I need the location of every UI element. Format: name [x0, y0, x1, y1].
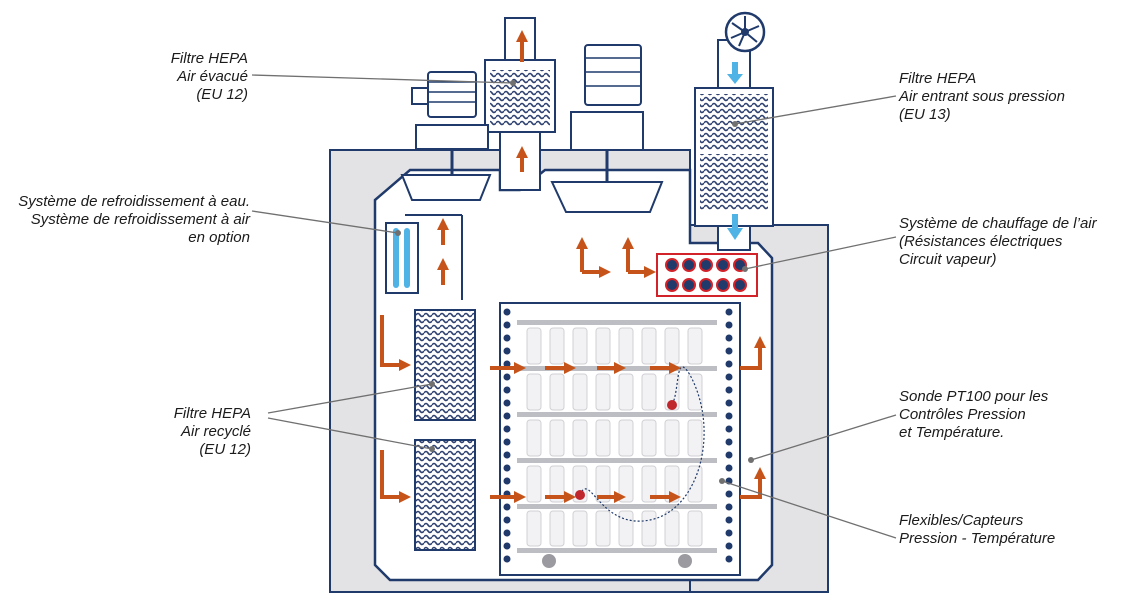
label-line: Air entrant sous pression — [899, 88, 1065, 105]
label-line: Système de refroidissement à air — [30, 211, 250, 228]
airflow-arrows — [380, 30, 766, 503]
hepa-intake-filter-bottom — [700, 154, 768, 210]
label-line: Filtre HEPA — [170, 50, 248, 67]
fan-icon — [724, 11, 766, 53]
label-line: (EU 13) — [899, 106, 951, 123]
label-line: Circuit vapeur) — [899, 251, 997, 268]
label-line: Filtre HEPA — [899, 70, 977, 87]
leader-lines — [251, 74, 897, 539]
label-line: (Résistances électriques — [899, 233, 1063, 250]
hepa-exhaust-filter — [490, 70, 550, 126]
label-line: (EU 12) — [199, 441, 251, 458]
label-hepa-exhaust: Filtre HEPA Air évacué (EU 12) — [171, 50, 248, 104]
label-probe: Sonde PT100 pour les Contrôles Pression … — [899, 388, 1048, 442]
label-line: Flexibles/Capteurs — [899, 512, 1024, 529]
sensor-probe — [575, 490, 585, 500]
motor-icon — [400, 71, 492, 201]
label-line: Système de refroidissement à eau. — [18, 193, 250, 210]
sensor-probe — [667, 400, 677, 410]
label-line: (EU 12) — [196, 86, 248, 103]
label-line: Système de chauffage de l’air — [899, 215, 1097, 232]
label-line: en option — [188, 229, 250, 246]
label-cooling: Système de refroidissement à eau. Systèm… — [18, 193, 250, 247]
hepa-recycled-filter-top — [414, 309, 476, 421]
heater — [656, 253, 758, 297]
label-hepa-recycled: Filtre HEPA Air recyclé (EU 12) — [174, 405, 251, 459]
label-line: Air recyclé — [180, 423, 251, 440]
label-line: Contrôles Pression — [899, 406, 1026, 423]
hepa-recycled-filter-bottom — [414, 439, 476, 551]
label-line: et Température. — [899, 424, 1005, 441]
intake-arrows — [727, 62, 743, 240]
label-line: Filtre HEPA — [173, 405, 251, 422]
label-line: Pression - Température — [899, 530, 1056, 547]
label-hepa-intake: Filtre HEPA Air entrant sous pression (E… — [899, 70, 1065, 124]
label-line: Sonde PT100 pour les — [899, 388, 1049, 405]
label-hoses: Flexibles/Capteurs Pression - Températur… — [899, 512, 1055, 548]
load-rack — [499, 302, 741, 576]
cooling-unit — [385, 222, 419, 294]
label-heating: Système de chauffage de l’air (Résistanc… — [899, 215, 1097, 269]
label-line: Air évacué — [177, 68, 248, 85]
sensor-hose — [579, 366, 705, 522]
motor-icon — [550, 44, 664, 213]
